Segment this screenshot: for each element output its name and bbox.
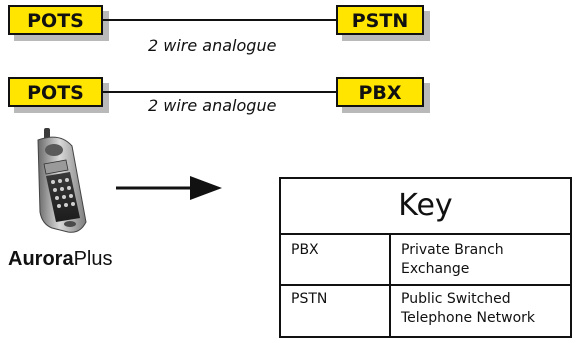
- key-term: PBX: [291, 242, 319, 258]
- pbx-box: PBX: [336, 77, 424, 107]
- brand-name-regular: Plus: [73, 248, 113, 270]
- key-definition: Private Branch Exchange: [401, 241, 504, 279]
- pstn-box: PSTN: [336, 5, 424, 35]
- right-arrow-icon: [116, 176, 222, 200]
- key-term: PSTN: [291, 291, 328, 307]
- key-definition-line: Exchange: [401, 261, 470, 277]
- key-title: Key: [281, 179, 570, 235]
- wire-line: [103, 91, 336, 93]
- cordless-phone-handset-icon: [37, 128, 87, 233]
- wire-label: 2 wire analogue: [148, 96, 277, 115]
- key-row-divider: [281, 284, 570, 286]
- wire-label: 2 wire analogue: [148, 36, 277, 55]
- pots-box: POTS: [8, 5, 103, 35]
- key-definition-line: Telephone Network: [401, 310, 536, 326]
- device-brand-label: AuroraPlus: [8, 248, 112, 271]
- pots-box: POTS: [8, 77, 103, 107]
- key-definition: Public Switched Telephone Network: [401, 290, 535, 328]
- key-definition-line: Private Branch: [401, 242, 504, 258]
- wire-line: [103, 19, 336, 21]
- key-definition-line: Public Switched: [401, 291, 511, 307]
- brand-name-bold: Aurora: [8, 248, 74, 270]
- key-table: Key PBX Private Branch Exchange PSTN Pub…: [279, 177, 572, 338]
